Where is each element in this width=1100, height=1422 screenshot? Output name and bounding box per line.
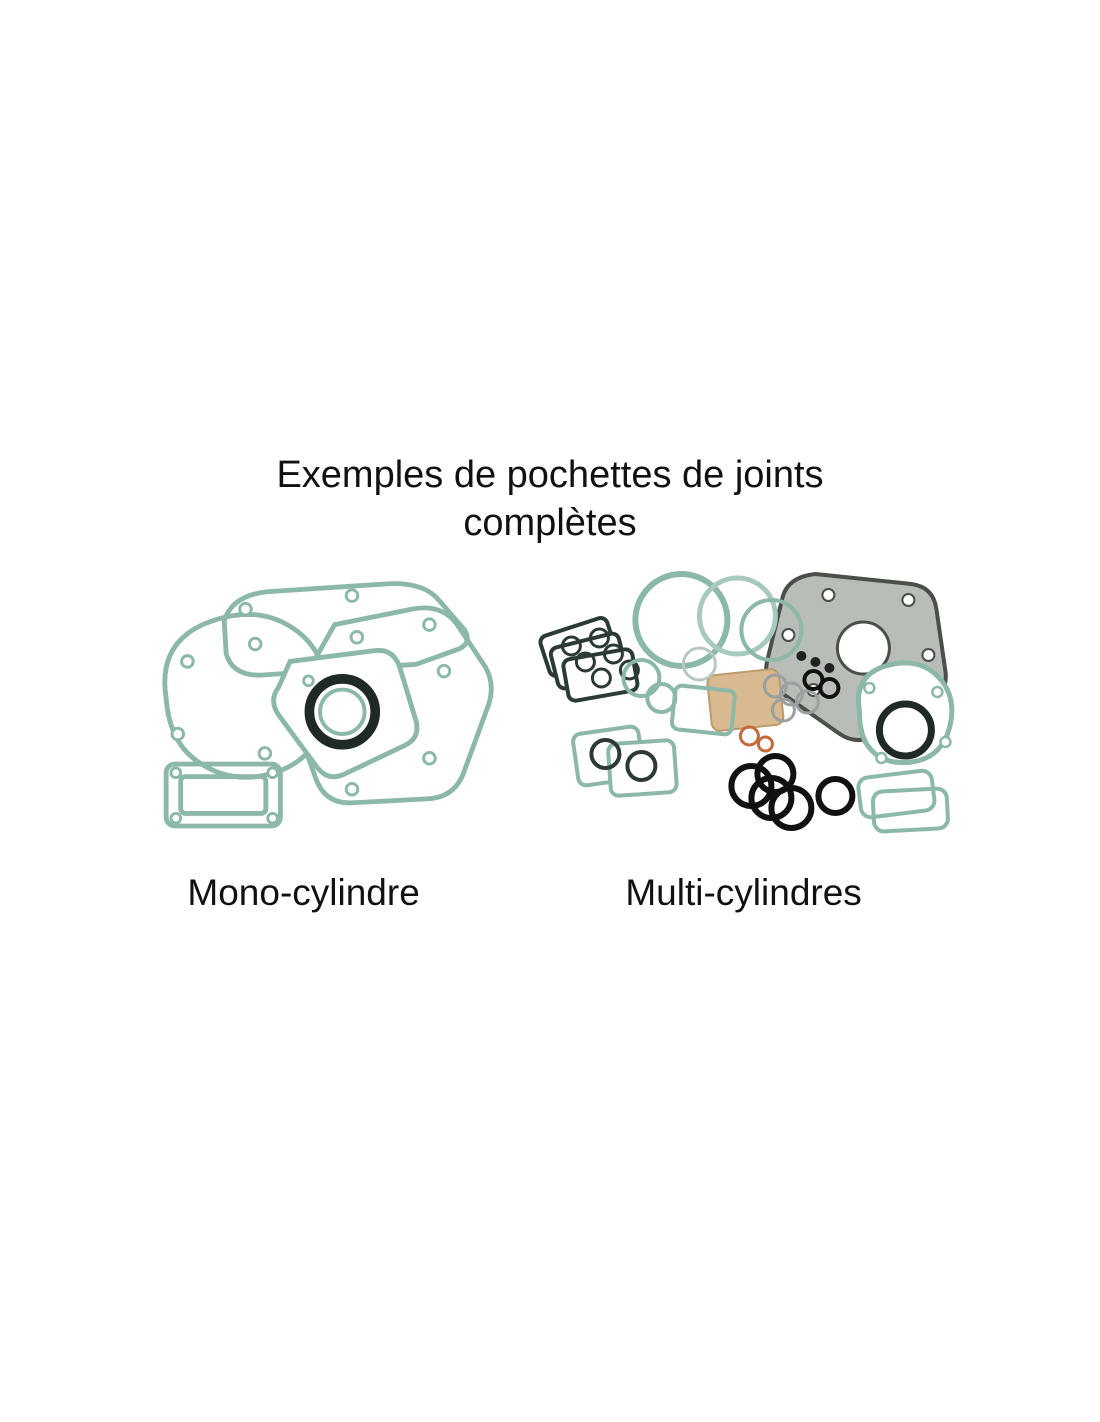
- mono-cylinder-gasket-kit-image: [110, 560, 497, 850]
- figure-captions: Mono-cylindre Multi-cylindres: [110, 872, 990, 914]
- multi-cylinder-gasket-illustration: [538, 571, 955, 834]
- multi-cylinder-gasket-kit-image: [497, 560, 990, 850]
- title-line-1: Exemples de pochettes de joints: [276, 454, 824, 496]
- mono-cylinder-gasket-illustration: [162, 581, 494, 829]
- caption-mono-cylindre: Mono-cylindre: [187, 872, 420, 913]
- gasket-kit-figures: [110, 560, 990, 850]
- page-title: Exemples de pochettes de joints complète…: [0, 452, 1100, 547]
- title-line-2: complètes: [463, 501, 637, 544]
- caption-multi-cylindres: Multi-cylindres: [625, 872, 862, 913]
